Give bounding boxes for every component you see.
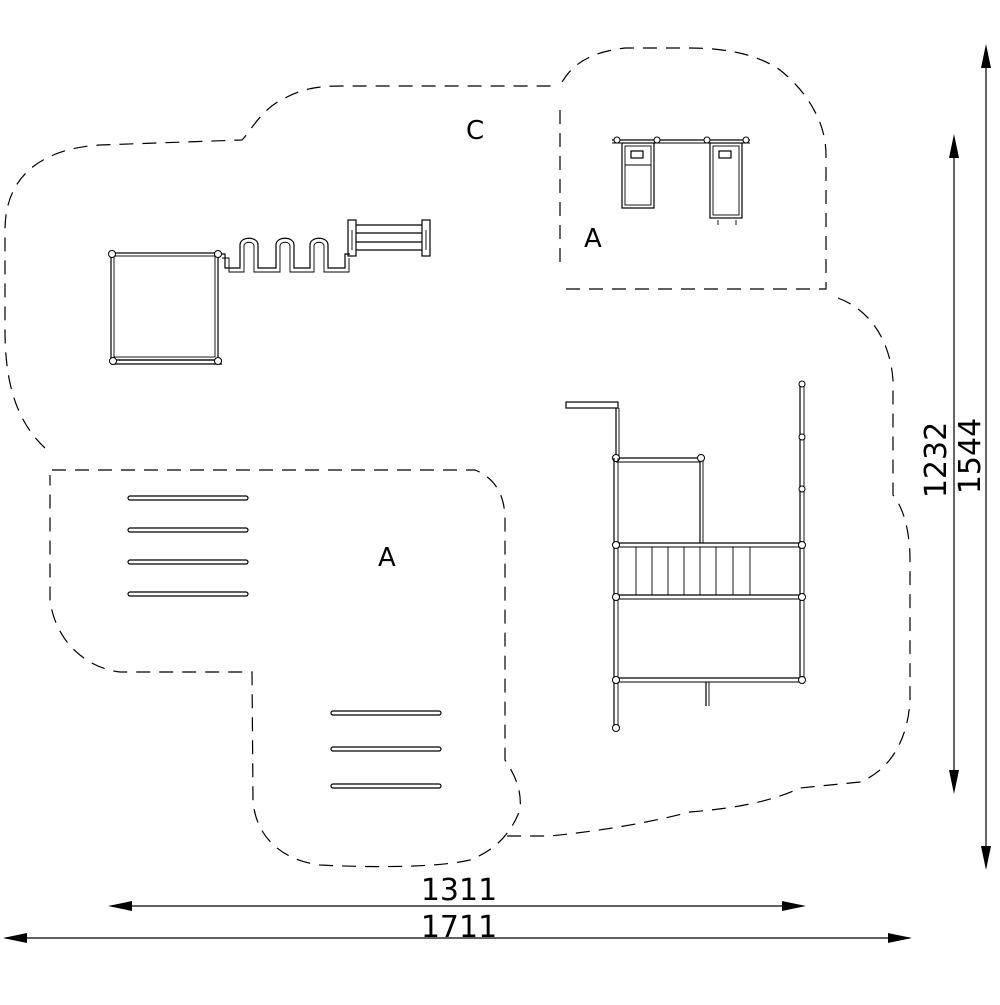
- zone-c-outline: [4, 85, 555, 449]
- zone-label-a-mid: A: [378, 543, 396, 573]
- balance-beams: [127, 495, 442, 789]
- zone-frame-outline: [505, 297, 911, 837]
- twin-ladder-units: [612, 136, 750, 225]
- zone-a-top-outline: [559, 47, 827, 290]
- dim-width-inner: 1311: [421, 873, 497, 908]
- dimension-lines: [3, 44, 991, 943]
- zone-a-mid-outline: [49, 469, 521, 868]
- dim-height-outer: 1544: [953, 418, 988, 494]
- dim-height-inner: 1232: [919, 422, 954, 498]
- zone-label-c: C: [466, 116, 484, 146]
- safety-zones: [4, 47, 911, 868]
- climbing-frame: [565, 380, 806, 732]
- dim-width-outer: 1711: [421, 910, 497, 945]
- wavy-climb-bar: [222, 237, 350, 273]
- bench-ladder: [347, 219, 431, 257]
- square-frame: [108, 250, 222, 365]
- zone-label-a-top: A: [584, 224, 602, 254]
